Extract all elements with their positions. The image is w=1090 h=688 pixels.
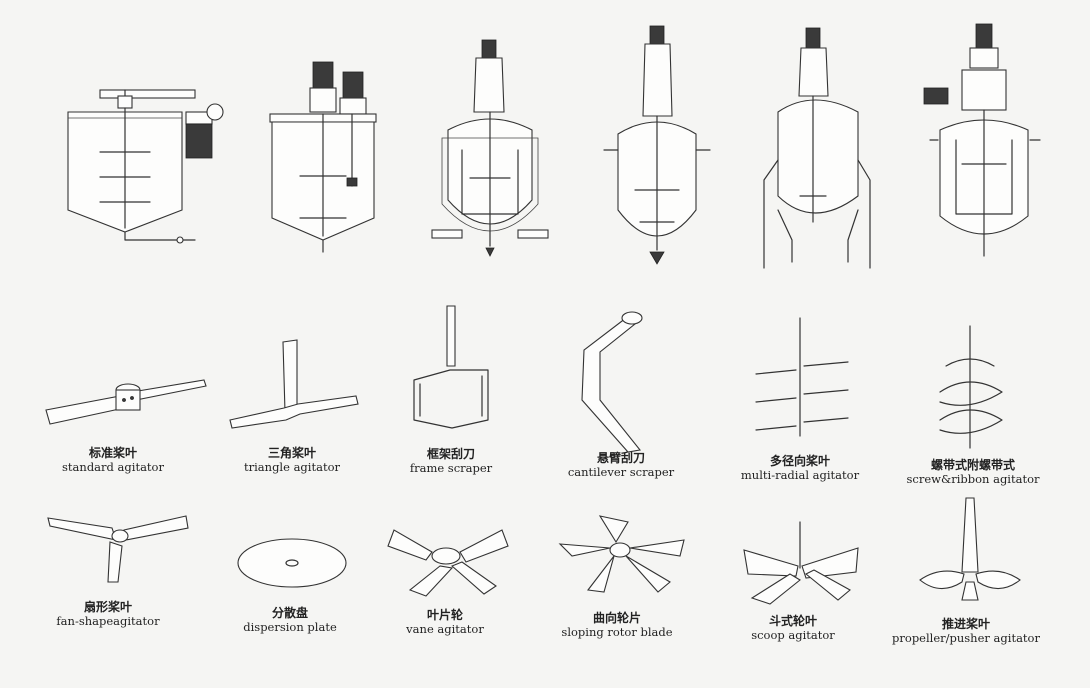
- tank-drawing-6: [923, 23, 1041, 257]
- caption-en: triangle agitator: [244, 459, 340, 474]
- caption-en: propeller/pusher agitator: [892, 630, 1040, 645]
- tank-drawing-4: [603, 25, 711, 265]
- caption-en: frame scraper: [409, 460, 493, 475]
- caption-frame-scraper: 框架刮刀 frame scraper: [409, 447, 493, 475]
- caption-fan-shape-agitator: 扇形桨叶 fan-shapeagitator: [56, 600, 160, 628]
- caption-screw-ribbon-agitator: 螺带式附螺带式 screw&ribbon agitator: [906, 458, 1040, 486]
- dispersion-plate-drawing: [237, 538, 347, 588]
- propeller-agitator-drawing: [919, 497, 1021, 601]
- caption-sloping-rotor-blade: 曲向轮片 sloping rotor blade: [561, 611, 673, 639]
- caption-multi-radial-agitator: 多径向桨叶 multi-radial agitator: [740, 454, 860, 482]
- caption-en: standard agitator: [62, 459, 164, 474]
- caption-vane-agitator: 叶片轮 vane agitator: [406, 608, 484, 636]
- tank-drawing-1: [67, 89, 224, 244]
- vane-agitator-drawing: [387, 529, 509, 597]
- screw-ribbon-agitator-drawing: [939, 325, 1003, 449]
- caption-zh: 三角桨叶: [267, 446, 317, 460]
- tank-drawing-3: [431, 39, 549, 257]
- caption-zh: 框架刮刀: [426, 447, 475, 461]
- caption-en: scoop agitator: [751, 627, 835, 642]
- caption-en: sloping rotor blade: [561, 624, 673, 639]
- caption-zh: 叶片轮: [426, 608, 464, 622]
- caption-standard-agitator: 标准桨叶 standard agitator: [62, 446, 164, 474]
- caption-dispersion-plate: 分散盘 dispersion plate: [243, 606, 337, 634]
- caption-zh: 斗式轮叶: [768, 614, 817, 628]
- caption-en: multi-radial agitator: [740, 467, 860, 482]
- caption-en: cantilever scraper: [567, 464, 675, 479]
- caption-triangle-agitator: 三角桨叶 triangle agitator: [244, 446, 340, 474]
- tank-drawing-2: [269, 61, 377, 253]
- sloping-rotor-blade-drawing: [558, 515, 685, 593]
- caption-zh: 标准桨叶: [88, 446, 137, 460]
- caption-en: vane agitator: [406, 621, 484, 636]
- tank-drawing-5: [763, 27, 871, 269]
- caption-scoop-agitator: 斗式轮叶 scoop agitator: [751, 614, 835, 642]
- scoop-agitator-drawing: [743, 521, 859, 605]
- fan-shape-agitator-drawing: [47, 515, 189, 583]
- caption-zh: 螺带式附螺带式: [930, 458, 1015, 472]
- caption-zh: 多径向桨叶: [769, 454, 830, 468]
- caption-en: fan-shapeagitator: [56, 613, 160, 628]
- caption-en: screw&ribbon agitator: [906, 471, 1040, 486]
- caption-zh: 悬臂刮刀: [596, 451, 645, 465]
- caption-zh: 曲向轮片: [592, 611, 641, 625]
- caption-cantilever-scraper: 悬臂刮刀 cantilever scraper: [567, 451, 675, 479]
- multi-radial-agitator-drawing: [755, 317, 849, 437]
- caption-zh: 推进桨叶: [941, 617, 990, 631]
- cantilever-scraper-drawing: [581, 311, 643, 453]
- caption-zh: 分散盘: [271, 606, 308, 620]
- standard-agitator-drawing: [45, 379, 207, 425]
- triangle-agitator-drawing: [229, 339, 359, 429]
- caption-propeller-agitator: 推进桨叶 propeller/pusher agitator: [892, 617, 1040, 645]
- caption-zh: 扇形桨叶: [83, 600, 132, 614]
- caption-en: dispersion plate: [243, 619, 337, 634]
- frame-scraper-drawing: [413, 305, 489, 429]
